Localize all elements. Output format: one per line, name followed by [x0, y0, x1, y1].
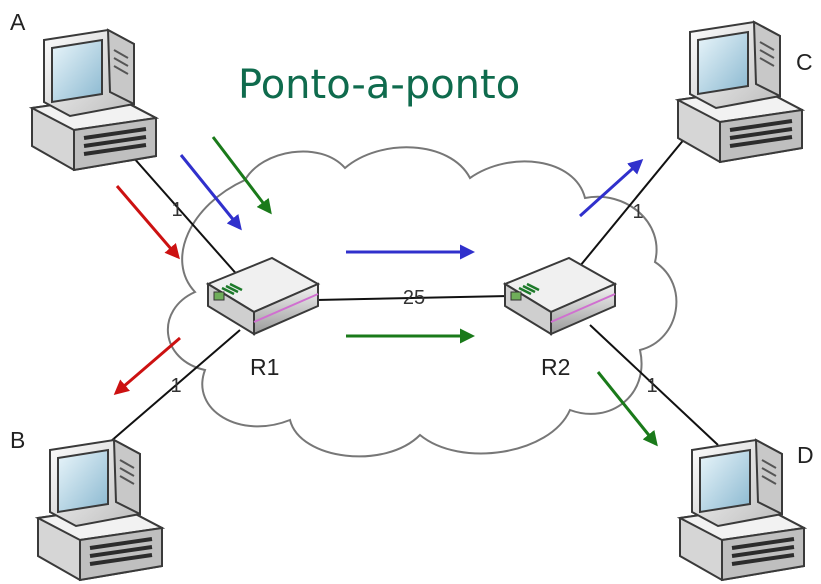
host-a-label: A: [10, 9, 26, 35]
blue-flow-arrow-a-to-r1: [179, 154, 242, 231]
green-flow-arrow-r2-to-d: [596, 371, 658, 447]
host-d-computer-icon: [678, 438, 806, 582]
link-r1-r2: [315, 295, 513, 301]
link-cost-d-r2: 1: [646, 375, 657, 397]
link-c-r2: [579, 131, 691, 267]
link-labels: 1 1 25 1 1: [170, 199, 657, 397]
blue-flow-arrow-r2-to-c: [578, 158, 644, 218]
red-flow-arrow-a-to-r1: [115, 185, 180, 260]
host-c-computer-icon: [676, 20, 804, 164]
link-cost-a-r1: 1: [171, 199, 182, 221]
host-c-label: C: [796, 49, 813, 75]
link-cost-b-r1: 1: [170, 375, 181, 397]
host-d-label: D: [797, 442, 814, 468]
link-cost-r1-r2: 25: [403, 287, 425, 309]
flow-arrows: [113, 136, 658, 447]
router-r2-label: R2: [541, 354, 570, 380]
green-flow-arrow-a-to-r1: [211, 136, 272, 215]
link-d-r2: [589, 324, 719, 446]
host-b-computer-icon: [36, 438, 164, 582]
host-b-label: B: [10, 427, 25, 453]
links: [109, 131, 719, 446]
diagram-title: Ponto-a-ponto: [238, 62, 520, 108]
host-a-computer-icon: [30, 28, 158, 172]
red-flow-arrow-r1-to-b: [113, 336, 181, 395]
router-r1-label: R1: [250, 354, 279, 380]
link-cost-c-r2: 1: [632, 201, 643, 223]
link-b-r1: [109, 329, 241, 443]
network-cloud-icon: [167, 146, 678, 458]
link-a-r1: [124, 147, 241, 279]
